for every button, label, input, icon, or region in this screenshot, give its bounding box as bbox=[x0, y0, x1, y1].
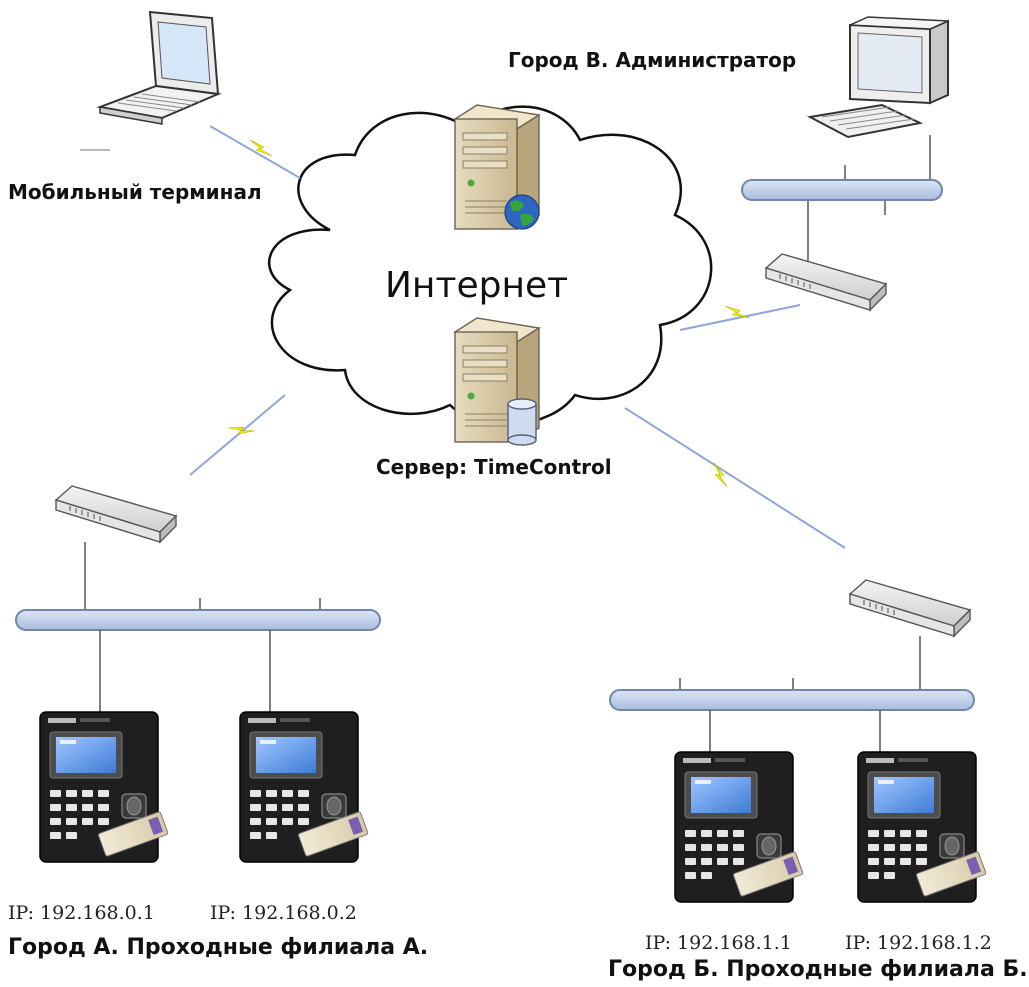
server-label: Сервер: TimeControl bbox=[376, 455, 612, 479]
fingerprint-terminal-icon bbox=[674, 751, 804, 903]
desktop-computer-icon bbox=[806, 16, 949, 139]
city-b-switch-icon bbox=[849, 579, 971, 637]
city-b-link bbox=[624, 407, 846, 549]
city-b-title: Город Б. Проходные филиала Б. bbox=[608, 957, 1028, 982]
terminal-ip: IP: 192.168.1.2 bbox=[845, 932, 992, 954]
mobile-terminal-label: Мобильный терминал bbox=[8, 180, 262, 204]
city-a-link bbox=[189, 394, 286, 476]
city-a-network bbox=[15, 485, 381, 863]
laptop-icon bbox=[96, 10, 222, 125]
fingerprint-terminal-icon bbox=[39, 711, 169, 863]
city-b-bus bbox=[609, 689, 975, 711]
network-links bbox=[80, 125, 846, 549]
city-a-switch-icon bbox=[55, 485, 177, 543]
city-a-title: Город А. Проходные филиала А. bbox=[8, 935, 429, 960]
globe-icon bbox=[504, 194, 540, 230]
admin-label: Город В. Администратор bbox=[508, 48, 797, 72]
timecontrol-server-icon bbox=[454, 317, 540, 446]
fingerprint-terminal-icon bbox=[239, 711, 369, 863]
city-b-network bbox=[609, 579, 987, 903]
internet-label: Интернет bbox=[385, 265, 569, 306]
city-v-bus bbox=[741, 179, 943, 201]
terminal-ip: IP: 192.168.0.1 bbox=[8, 902, 155, 924]
mobile-link bbox=[209, 125, 301, 179]
database-icon bbox=[507, 398, 537, 446]
city-a-bus bbox=[15, 609, 381, 631]
city-v-switch-icon bbox=[765, 253, 887, 311]
city-v-network bbox=[741, 135, 943, 311]
city-b-admin-link bbox=[679, 304, 801, 331]
terminal-ip: IP: 192.168.0.2 bbox=[210, 902, 357, 924]
terminal-ip: IP: 192.168.1.1 bbox=[645, 932, 792, 954]
internet-cloud-icon bbox=[268, 105, 713, 426]
web-server-icon bbox=[454, 104, 540, 230]
fingerprint-terminal-icon bbox=[857, 751, 987, 903]
